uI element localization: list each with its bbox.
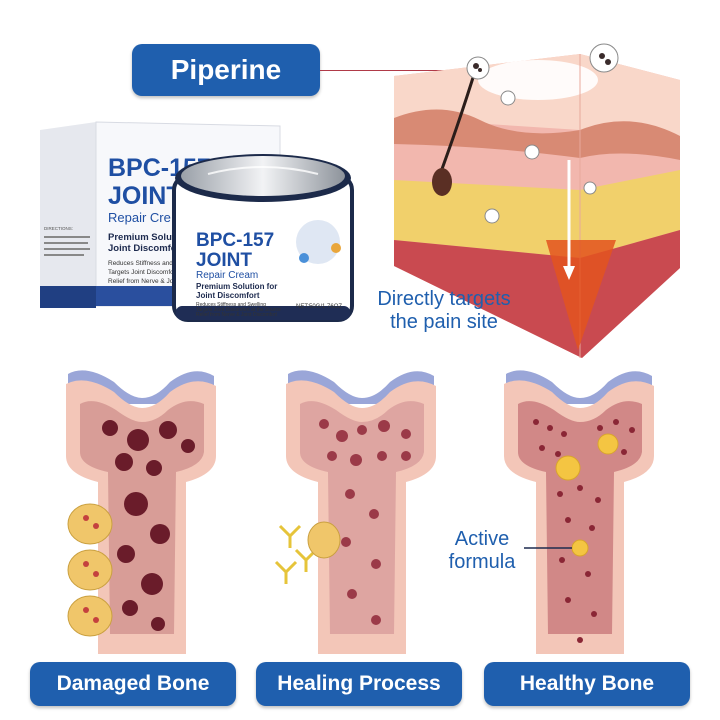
piperine-leader-line — [320, 70, 470, 71]
pain-site-cone — [546, 240, 616, 350]
active-formula-line2: formula — [448, 551, 516, 573]
jar-tagline-1: Premium Solution for — [196, 282, 277, 291]
piperine-label: Piperine — [132, 44, 320, 96]
healthy-bone-label: Healthy Bone — [484, 662, 690, 706]
jar-bullet-2: Targets Joint Discomfort at the Source — [196, 307, 281, 313]
cream-surface — [181, 156, 345, 196]
jar-bullet-1: Reduces Stiffness and Swelling — [196, 302, 266, 308]
jar-brand: BPC-157 — [196, 230, 274, 251]
active-formula-particles — [555, 433, 619, 557]
product-jar: BPC-157 JOINT Repair Cream Premium Solut… — [172, 154, 354, 322]
hair-follicle — [436, 67, 478, 181]
jar-tagline-2: Joint Discomfort — [196, 291, 260, 300]
box-side-panel — [40, 122, 96, 308]
damaged-bone-label: Damaged Bone — [30, 662, 236, 706]
jar-subtitle: Repair Cream — [196, 270, 258, 281]
jar-joint-graphic — [296, 220, 340, 264]
skin-fat-layer — [394, 170, 680, 258]
pain-site-callout: Directly targets the pain site — [356, 288, 532, 334]
box-line: JOINT — [108, 182, 182, 210]
pain-site-callout-line1: Directly targets — [377, 288, 511, 310]
box-tagline-1: Premium Solution — [108, 232, 189, 243]
jar-net-weight: NET:50G/1.76OZ — [296, 304, 342, 310]
inflamed-cells — [67, 503, 113, 637]
skin-cross-section — [394, 43, 680, 358]
pain-site-callout-line2: the pain site — [390, 311, 498, 333]
active-formula-line1: Active — [454, 528, 510, 550]
healthy-marrow — [518, 401, 642, 634]
jar-line: JOINT — [196, 250, 252, 271]
jar-bullet-3: Relief from Nerve & Joint Discomfort — [196, 312, 277, 318]
box-subtitle: Repair Cre — [108, 210, 171, 225]
damaged-bone-diagram — [66, 370, 216, 654]
skin-dermis-top — [394, 109, 680, 160]
healthy-bone-label-text: Healthy Bone — [519, 672, 655, 695]
damaged-bone-label-text: Damaged Bone — [56, 672, 210, 695]
box-bullet-1: Reduces Stiffness and Swe — [108, 260, 188, 267]
healing-bone-diagram — [274, 370, 436, 654]
box-tagline-2: Joint Discomfort — [108, 243, 184, 254]
box-bullet-2: Targets Joint Discomfort a — [108, 269, 184, 276]
healthy-bone-diagram — [504, 370, 654, 654]
box-side-heading: DIRECTIONS: — [44, 226, 73, 231]
cream-blob — [478, 60, 598, 100]
piperine-label-text: Piperine — [170, 54, 282, 85]
box-bullet-3: Relief from Nerve & Joint D — [108, 278, 187, 285]
active-formula-callout: Active formula — [428, 528, 536, 574]
healing-process-label: Healing Process — [256, 662, 462, 706]
healing-process-label-text: Healing Process — [277, 672, 441, 695]
skin-muscle-layer — [394, 230, 680, 358]
